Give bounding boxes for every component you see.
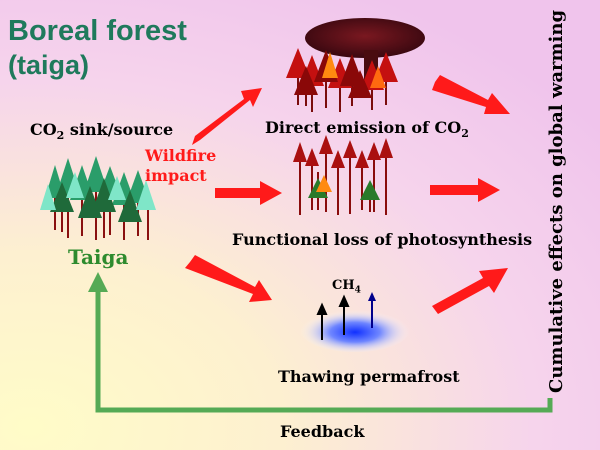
taiga-label: Taiga	[68, 245, 129, 269]
damaged-forest-icon	[293, 135, 393, 215]
arrow-to-direct-emission	[192, 88, 262, 145]
feedback-arrow	[88, 272, 553, 413]
thawing-permafrost-label: Thawing permafrost	[278, 367, 460, 386]
arrow-permafrost-to-cumulative	[432, 268, 508, 314]
page-subtitle: (taiga)	[8, 50, 89, 80]
co2-sink-source-label: CO2 sink/source	[30, 120, 174, 143]
page-title: Boreal forest	[8, 15, 187, 47]
burning-forest-icon	[286, 18, 425, 112]
arrow-loss-to-cumulative	[430, 178, 500, 202]
wildfire-impact-line1: Wildfire	[145, 146, 217, 165]
feedback-label: Feedback	[280, 422, 365, 441]
functional-loss-label: Functional loss of photosynthesis	[232, 230, 533, 249]
permafrost-icon	[300, 292, 410, 352]
wildfire-impact-line2: impact	[145, 166, 207, 185]
cumulative-effects-label: Cumulative effects on global warming	[546, 9, 567, 393]
methane-label: CH4	[332, 278, 361, 296]
arrow-to-permafrost	[185, 255, 272, 302]
taiga-forest-icon	[40, 156, 156, 240]
direct-emission-label: Direct emission of CO2	[265, 118, 469, 141]
arrow-emission-to-cumulative	[432, 75, 510, 114]
arrow-to-functional-loss	[215, 181, 282, 205]
